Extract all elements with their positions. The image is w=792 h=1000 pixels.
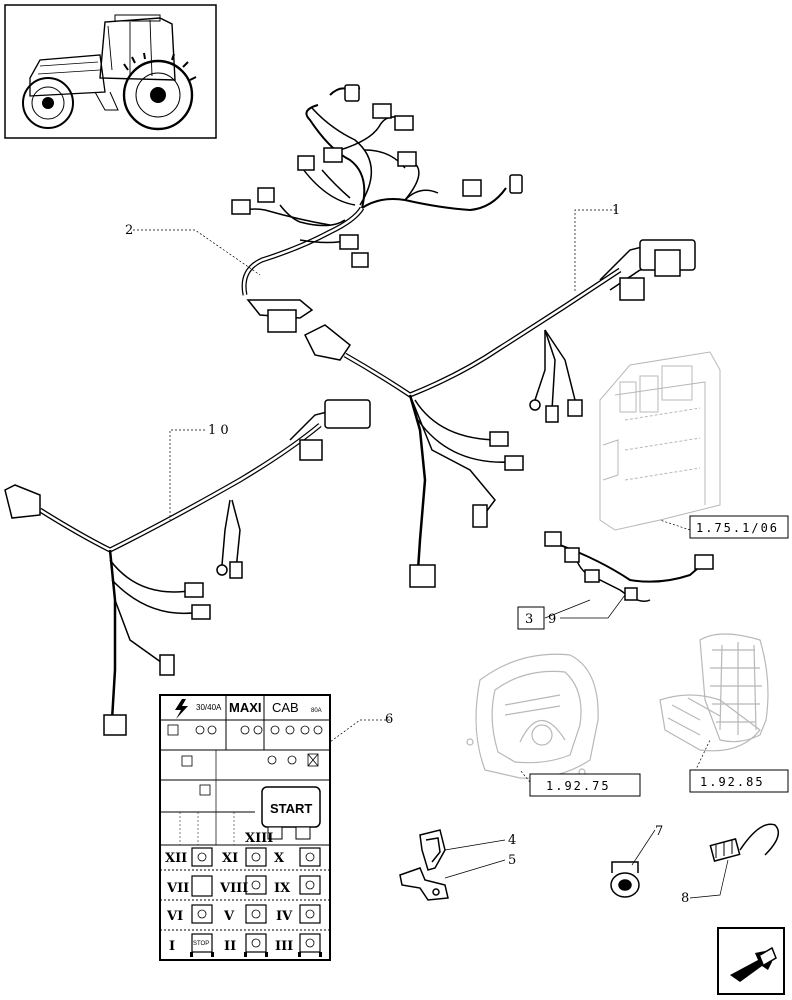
leader-lines xyxy=(133,209,729,899)
ref-dashboard[interactable]: 1.92.75 xyxy=(546,779,611,793)
callout-7: 7 xyxy=(655,824,663,839)
callout-1: 1 xyxy=(612,203,620,218)
lightning-icon xyxy=(175,699,188,719)
roman-3: III xyxy=(275,939,293,954)
harness-10 xyxy=(4,399,371,736)
roman-1: I xyxy=(169,939,175,954)
roman-13: XIII xyxy=(245,831,273,846)
clip-4 xyxy=(419,829,446,871)
roman-11: XI xyxy=(222,851,238,866)
callout-2: 2 xyxy=(125,223,133,238)
grommet-7 xyxy=(610,861,640,898)
callout-5: 5 xyxy=(508,853,516,868)
callout-8: 8 xyxy=(681,891,689,906)
roman-5: V xyxy=(223,909,235,924)
roman-9: IX xyxy=(274,881,291,896)
callout-6: 6 xyxy=(385,712,393,727)
fuse-cab-amp: 80A xyxy=(311,708,322,714)
fuse-cab-label: CAB xyxy=(272,700,299,715)
start-label: START xyxy=(270,801,312,816)
ecu-module-ghost xyxy=(599,351,721,531)
tractor-thumbnail xyxy=(4,4,217,139)
callout-9: 9 xyxy=(548,612,556,627)
roman-12: XII xyxy=(165,851,187,866)
bracket-5 xyxy=(399,867,449,901)
roman-10: X xyxy=(274,851,285,866)
fuse-amp-label: 30/40A xyxy=(196,703,222,712)
stop-label: STOP xyxy=(193,941,209,947)
harness-1 xyxy=(303,239,696,588)
harness-2 xyxy=(231,84,523,333)
seat-ghost xyxy=(659,633,769,752)
callout-10: 1 0 xyxy=(208,423,229,438)
connector-8 xyxy=(709,823,780,863)
roman-7: VII xyxy=(166,881,189,896)
roman-8: VIII xyxy=(219,881,248,896)
roman-4: IV xyxy=(276,909,293,924)
roman-6: VI xyxy=(166,909,183,924)
reference-boxes xyxy=(517,515,789,797)
roman-2: II xyxy=(224,939,236,954)
ref-seat[interactable]: 1.92.85 xyxy=(700,775,765,789)
harness-9 xyxy=(544,531,714,602)
ref-ecu[interactable]: 1.75.1/06 xyxy=(696,521,779,535)
fuse-box-6 xyxy=(159,694,331,961)
dashboard-ghost xyxy=(466,653,599,779)
fuse-maxi-label: MAXI xyxy=(229,700,262,715)
next-page-arrow-icon[interactable] xyxy=(717,927,785,995)
callout-3: 3 xyxy=(525,612,533,627)
callout-4: 4 xyxy=(508,833,516,848)
